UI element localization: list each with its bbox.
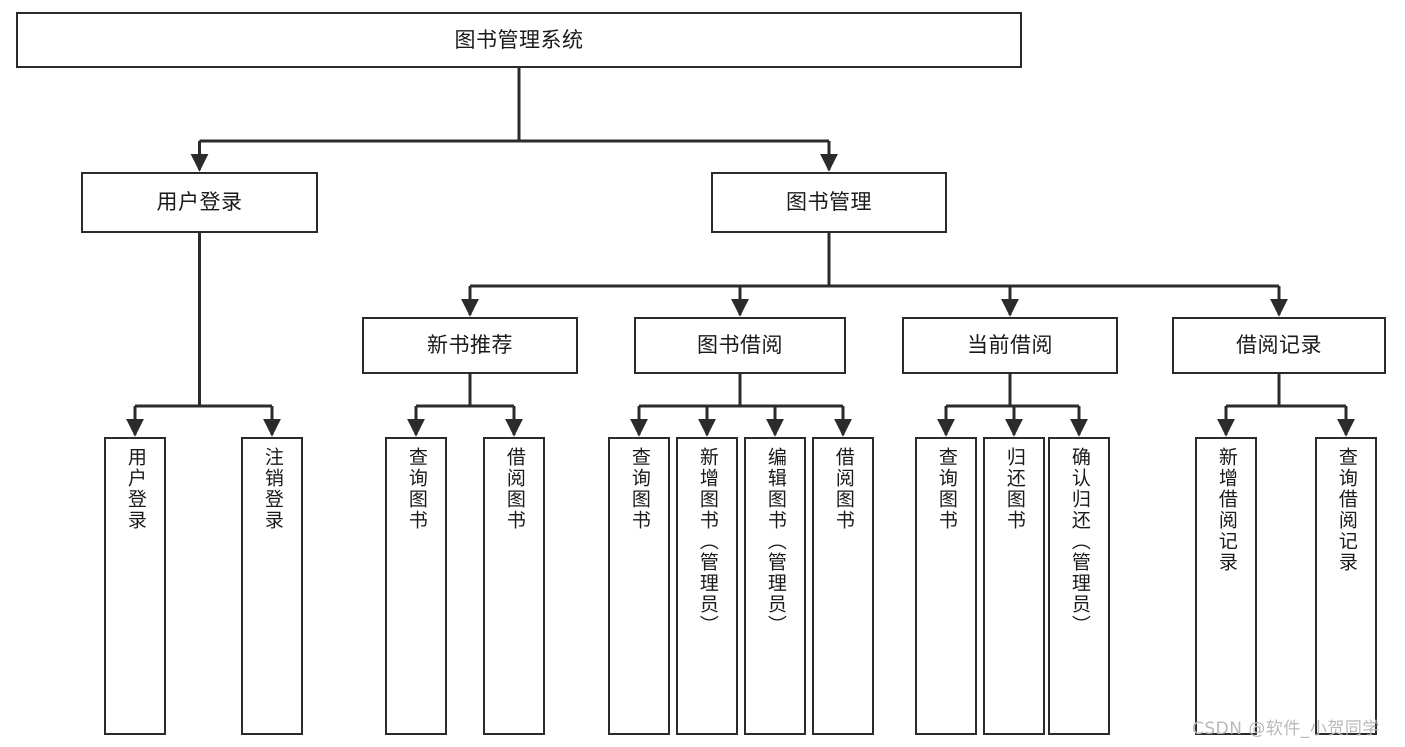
node-leaf-return-book-label: 归还图书	[1003, 447, 1026, 531]
node-borrow-record-label: 借阅记录	[1236, 333, 1322, 358]
node-leaf-query-book-3[interactable]: 查询图书	[915, 437, 977, 735]
node-leaf-confirm-return[interactable]: 确认归还（管理员）	[1048, 437, 1110, 735]
node-leaf-add-record[interactable]: 新增借阅记录	[1195, 437, 1257, 735]
node-user-login[interactable]: 用户登录	[81, 172, 318, 233]
node-book-borrow[interactable]: 图书借阅	[634, 317, 846, 374]
node-borrow-record[interactable]: 借阅记录	[1172, 317, 1386, 374]
node-leaf-add-record-label: 新增借阅记录	[1215, 447, 1238, 573]
node-leaf-query-book-1[interactable]: 查询图书	[385, 437, 447, 735]
node-leaf-query-record[interactable]: 查询借阅记录	[1315, 437, 1377, 735]
node-leaf-borrow-book-1[interactable]: 借阅图书	[483, 437, 545, 735]
node-leaf-query-book-1-label: 查询图书	[405, 447, 428, 531]
node-leaf-add-book-label: 新增图书（管理员）	[696, 447, 719, 636]
node-leaf-query-book-3-label: 查询图书	[935, 447, 958, 531]
node-leaf-logout[interactable]: 注销登录	[241, 437, 303, 735]
node-new-book-recommend[interactable]: 新书推荐	[362, 317, 578, 374]
node-leaf-user-login[interactable]: 用户登录	[104, 437, 166, 735]
node-root[interactable]: 图书管理系统	[16, 12, 1022, 68]
node-leaf-return-book[interactable]: 归还图书	[983, 437, 1045, 735]
node-leaf-borrow-book-2[interactable]: 借阅图书	[812, 437, 874, 735]
node-book-manage[interactable]: 图书管理	[711, 172, 947, 233]
watermark-text: CSDN @软件_小贺同学	[1192, 719, 1380, 739]
node-book-manage-label: 图书管理	[786, 190, 872, 215]
node-leaf-add-book[interactable]: 新增图书（管理员）	[676, 437, 738, 735]
node-leaf-edit-book-label: 编辑图书（管理员）	[764, 447, 787, 636]
node-leaf-edit-book[interactable]: 编辑图书（管理员）	[744, 437, 806, 735]
node-user-login-label: 用户登录	[156, 190, 243, 215]
node-leaf-query-book-2-label: 查询图书	[628, 447, 651, 531]
node-book-borrow-label: 图书借阅	[697, 333, 783, 358]
node-leaf-logout-label: 注销登录	[261, 447, 284, 531]
node-leaf-query-record-label: 查询借阅记录	[1335, 447, 1358, 573]
node-root-label: 图书管理系统	[454, 27, 584, 52]
node-leaf-confirm-return-label: 确认归还（管理员）	[1068, 447, 1091, 636]
node-current-borrow[interactable]: 当前借阅	[902, 317, 1118, 374]
node-new-book-recommend-label: 新书推荐	[427, 333, 513, 358]
node-leaf-query-book-2[interactable]: 查询图书	[608, 437, 670, 735]
node-leaf-borrow-book-1-label: 借阅图书	[503, 447, 526, 531]
node-leaf-borrow-book-2-label: 借阅图书	[832, 447, 855, 531]
node-current-borrow-label: 当前借阅	[967, 333, 1053, 358]
node-leaf-user-login-label: 用户登录	[124, 447, 147, 531]
